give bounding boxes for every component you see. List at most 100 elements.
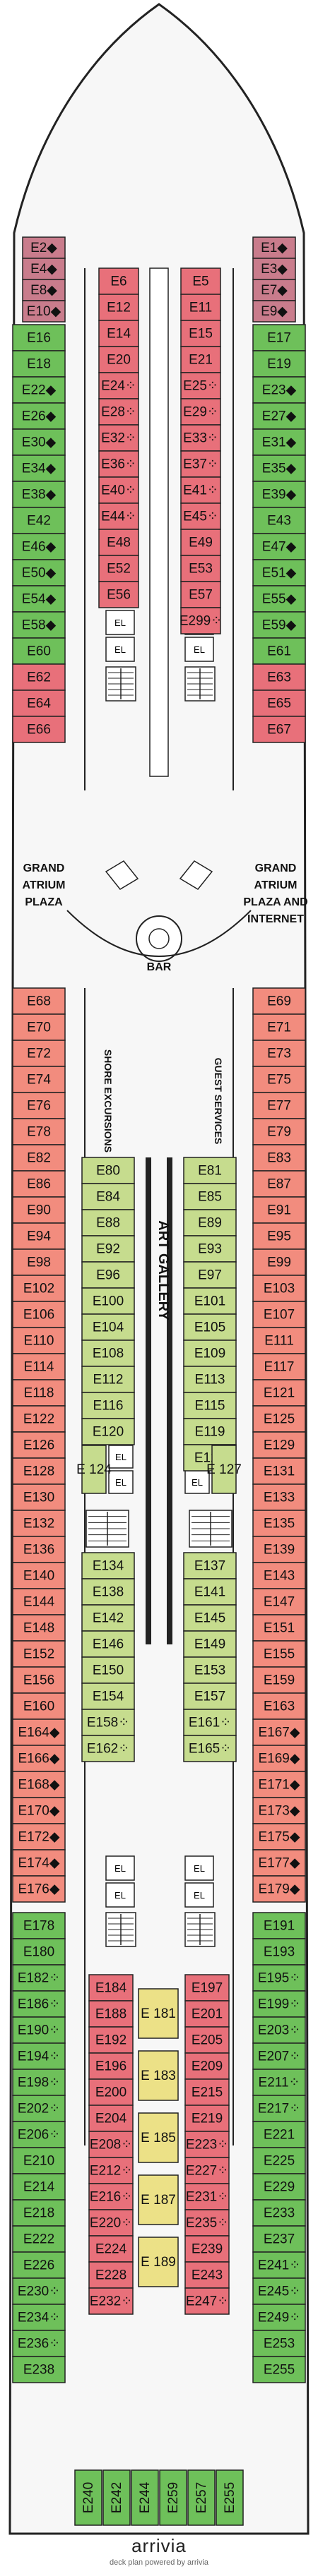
cabin[interactable]: E58◆ bbox=[12, 611, 66, 639]
cabin[interactable]: E199⁘ bbox=[252, 1990, 306, 2018]
cabin[interactable]: E211⁘ bbox=[252, 2069, 306, 2096]
cabin[interactable]: E53 bbox=[180, 555, 221, 582]
cabin[interactable]: E210 bbox=[12, 2147, 66, 2174]
cabin[interactable]: E141 bbox=[183, 1578, 237, 1606]
cabin[interactable]: E162⁘ bbox=[81, 1735, 135, 1762]
cabin[interactable]: E224 bbox=[88, 2235, 134, 2263]
cabin[interactable]: E19 bbox=[252, 350, 306, 378]
cabin[interactable]: E114 bbox=[12, 1353, 66, 1380]
cabin[interactable]: E 185 bbox=[138, 2112, 179, 2163]
cabin[interactable]: E52 bbox=[98, 555, 139, 582]
cabin[interactable]: E233 bbox=[252, 2199, 306, 2227]
cabin[interactable]: E103 bbox=[252, 1275, 306, 1302]
cabin[interactable]: E247⁘ bbox=[184, 2287, 230, 2315]
cabin[interactable]: E134 bbox=[81, 1552, 135, 1579]
cabin[interactable]: E257 bbox=[187, 2469, 216, 2526]
cabin[interactable]: E299⁘ bbox=[179, 607, 222, 634]
cabin[interactable]: E92 bbox=[81, 1235, 135, 1263]
cabin[interactable]: E14 bbox=[98, 320, 139, 347]
cabin[interactable]: E131 bbox=[252, 1457, 306, 1485]
cabin[interactable]: E229 bbox=[252, 2173, 306, 2201]
cabin[interactable]: E148 bbox=[12, 1614, 66, 1642]
cabin[interactable]: E165⁘ bbox=[183, 1735, 237, 1762]
cabin[interactable]: E47◆ bbox=[252, 533, 306, 560]
cabin[interactable]: E72 bbox=[12, 1040, 66, 1067]
cabin[interactable]: E170◆ bbox=[12, 1797, 66, 1824]
cabin[interactable]: E206⁘ bbox=[12, 2121, 66, 2148]
cabin[interactable]: E 183 bbox=[138, 2050, 179, 2101]
cabin[interactable]: E73 bbox=[252, 1040, 306, 1067]
cabin[interactable]: E242 bbox=[102, 2469, 131, 2526]
cabin[interactable]: E220⁘ bbox=[88, 2209, 134, 2237]
cabin[interactable]: E226 bbox=[12, 2251, 66, 2279]
cabin[interactable]: E100 bbox=[81, 1287, 135, 1315]
cabin[interactable]: E180 bbox=[12, 1938, 66, 1966]
cabin[interactable]: E121 bbox=[252, 1379, 306, 1407]
cabin[interactable]: E173◆ bbox=[252, 1797, 306, 1824]
cabin[interactable]: E133 bbox=[252, 1483, 306, 1511]
cabin[interactable]: E150 bbox=[81, 1656, 135, 1684]
cabin[interactable]: E205 bbox=[184, 2026, 230, 2054]
cabin[interactable]: E84 bbox=[81, 1183, 135, 1210]
cabin[interactable]: E98 bbox=[12, 1248, 66, 1276]
cabin[interactable]: E28⁘ bbox=[98, 398, 139, 426]
cabin[interactable]: E59◆ bbox=[252, 611, 306, 639]
cabin[interactable]: E178 bbox=[12, 1912, 66, 1939]
cabin[interactable]: E151 bbox=[252, 1614, 306, 1642]
cabin[interactable]: E236⁘ bbox=[12, 2330, 66, 2357]
cabin[interactable]: E77 bbox=[252, 1092, 306, 1119]
cabin[interactable]: E93 bbox=[183, 1235, 237, 1263]
cabin[interactable]: E110 bbox=[12, 1327, 66, 1354]
cabin[interactable]: E221 bbox=[252, 2121, 306, 2148]
cabin[interactable]: E80 bbox=[81, 1157, 135, 1184]
cabin[interactable]: E46◆ bbox=[12, 533, 66, 560]
cabin[interactable]: E191 bbox=[252, 1912, 306, 1939]
cabin[interactable]: E160 bbox=[12, 1692, 66, 1720]
cabin[interactable]: E135 bbox=[252, 1510, 306, 1537]
cabin[interactable]: E75 bbox=[252, 1066, 306, 1093]
cabin[interactable]: E67 bbox=[252, 716, 306, 743]
cabin[interactable]: E208⁘ bbox=[88, 2131, 134, 2158]
cabin[interactable]: E125 bbox=[252, 1405, 306, 1433]
cabin[interactable]: E86 bbox=[12, 1170, 66, 1198]
cabin[interactable]: E215 bbox=[184, 2078, 230, 2106]
cabin[interactable]: E200 bbox=[88, 2078, 134, 2106]
cabin[interactable]: E43 bbox=[252, 507, 306, 534]
cabin[interactable]: E16 bbox=[12, 324, 66, 351]
cabin[interactable]: E36⁘ bbox=[98, 450, 139, 478]
cabin[interactable]: E117 bbox=[252, 1353, 306, 1380]
cabin[interactable]: E130 bbox=[12, 1483, 66, 1511]
cabin[interactable]: E176◆ bbox=[12, 1875, 66, 1903]
cabin[interactable]: E40⁘ bbox=[98, 476, 139, 504]
cabin[interactable]: E129 bbox=[252, 1431, 306, 1459]
cabin[interactable]: E11 bbox=[180, 294, 221, 321]
cabin[interactable]: E196 bbox=[88, 2052, 134, 2080]
cabin[interactable]: E87 bbox=[252, 1170, 306, 1198]
cabin[interactable]: E259 bbox=[159, 2469, 187, 2526]
cabin[interactable]: E149 bbox=[183, 1630, 237, 1658]
cabin[interactable]: E179◆ bbox=[252, 1875, 306, 1903]
cabin[interactable]: E7◆ bbox=[252, 279, 296, 301]
cabin[interactable]: E140 bbox=[12, 1562, 66, 1589]
cabin[interactable]: E49 bbox=[180, 529, 221, 556]
cabin[interactable]: E2◆ bbox=[22, 236, 66, 259]
cabin[interactable]: E22◆ bbox=[12, 376, 66, 404]
cabin[interactable]: E74 bbox=[12, 1066, 66, 1093]
cabin[interactable]: E15 bbox=[180, 320, 221, 347]
cabin[interactable]: E119 bbox=[183, 1418, 237, 1445]
cabin[interactable]: E17 bbox=[252, 324, 306, 351]
cabin[interactable]: E243 bbox=[184, 2261, 230, 2289]
cabin[interactable]: E29⁘ bbox=[180, 398, 221, 426]
cabin[interactable]: E109 bbox=[183, 1340, 237, 1367]
cabin[interactable]: E132 bbox=[12, 1510, 66, 1537]
cabin[interactable]: E232⁘ bbox=[88, 2287, 134, 2315]
cabin[interactable]: E101 bbox=[183, 1287, 237, 1315]
cabin[interactable]: E90 bbox=[12, 1196, 66, 1224]
cabin[interactable]: E225 bbox=[252, 2147, 306, 2174]
cabin[interactable]: E186⁘ bbox=[12, 1990, 66, 2018]
cabin[interactable]: E198⁘ bbox=[12, 2069, 66, 2096]
cabin[interactable]: E42 bbox=[12, 507, 66, 534]
cabin[interactable]: E138 bbox=[81, 1578, 135, 1606]
cabin[interactable]: E122 bbox=[12, 1405, 66, 1433]
cabin[interactable]: E65 bbox=[252, 690, 306, 717]
